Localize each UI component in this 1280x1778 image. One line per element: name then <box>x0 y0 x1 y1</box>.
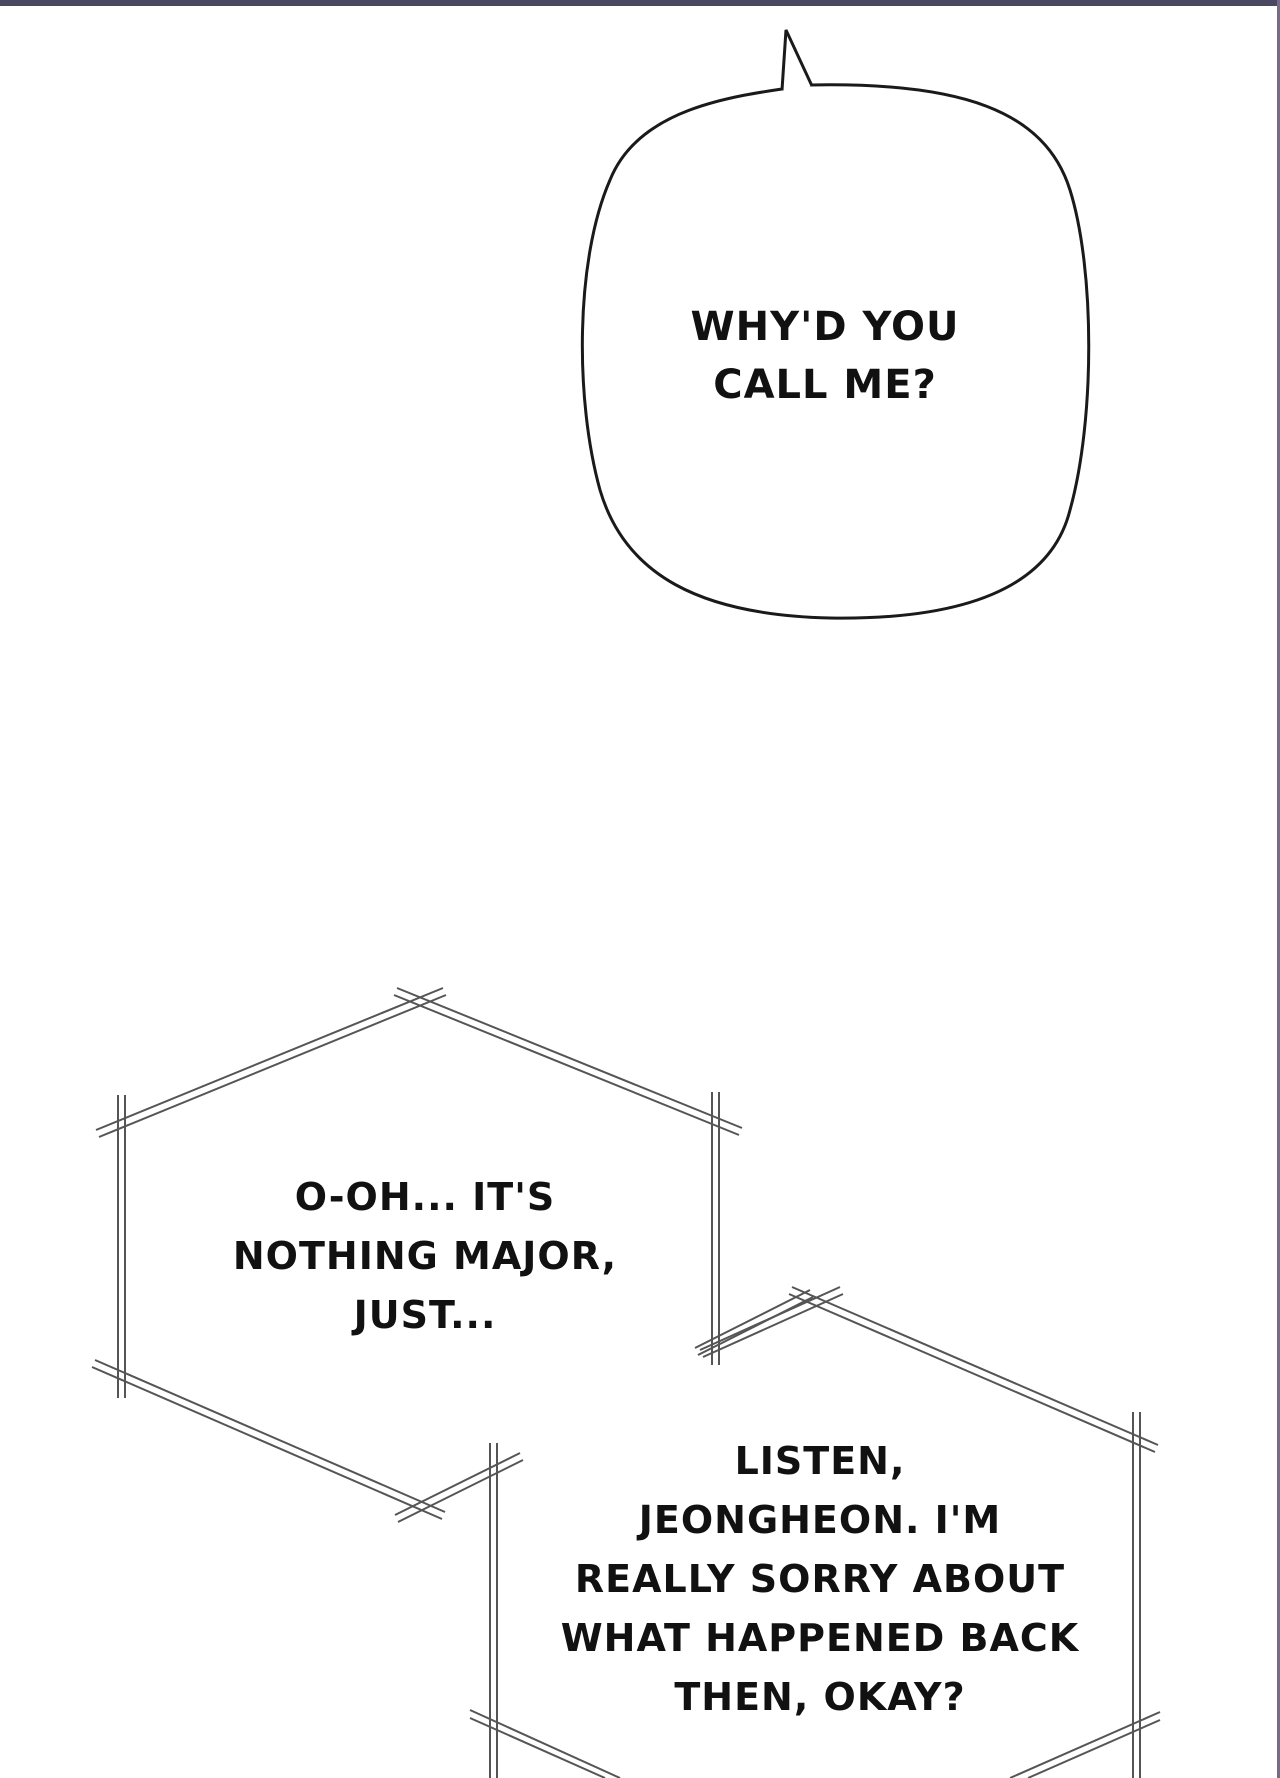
top-edge-strip <box>0 0 1280 6</box>
thought-line: WHAT HAPPENED BACK <box>560 1616 1080 1660</box>
thought-line: O-OH... IT'S <box>294 1175 556 1219</box>
right-edge-border <box>1277 0 1280 1778</box>
speech-bubble <box>580 29 1091 620</box>
thought-line: JUST... <box>353 1293 497 1337</box>
thought-box-1-text: O-OH... IT'S NOTHING MAJOR, JUST... <box>185 1168 665 1345</box>
speech-line: CALL ME? <box>713 362 937 408</box>
hex-box-1 <box>91 987 814 1523</box>
thought-line: NOTHING MAJOR, <box>232 1234 618 1278</box>
thought-line: JEONGHEON. I'M <box>638 1498 1002 1542</box>
speech-bubble-text: WHY'D YOU CALL ME? <box>660 298 990 414</box>
thought-line: THEN, OKAY? <box>674 1675 966 1719</box>
thought-line: LISTEN, <box>734 1439 906 1483</box>
thought-line: REALLY SORRY ABOUT <box>574 1557 1066 1601</box>
thought-box-2-text: LISTEN, JEONGHEON. I'M REALLY SORRY ABOU… <box>540 1432 1100 1727</box>
speech-line: WHY'D YOU <box>690 304 960 350</box>
hex-box-2 <box>469 1286 1161 1778</box>
